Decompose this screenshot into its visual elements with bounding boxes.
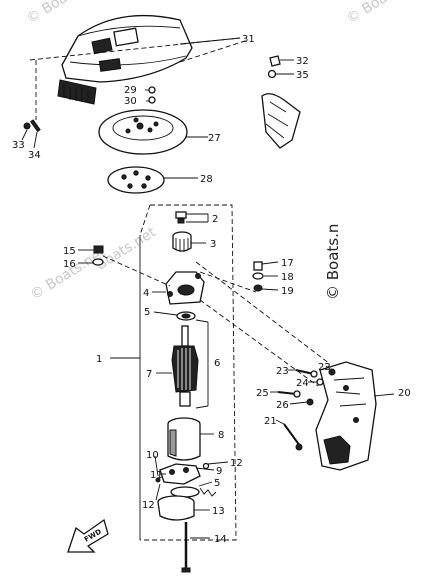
- leader-5b: [198, 481, 213, 487]
- callout-4: 4: [143, 288, 149, 299]
- nut-26: [306, 398, 314, 406]
- callout-14: 14: [214, 534, 227, 545]
- callout-7: 7: [146, 369, 152, 380]
- callout-17: 17: [281, 258, 294, 269]
- bolt-25: [277, 390, 301, 398]
- callout-10: 10: [146, 450, 159, 461]
- callout-24: 24: [296, 378, 309, 389]
- callout-15: 15: [63, 246, 76, 257]
- callout-18: 18: [281, 272, 294, 283]
- leader-33: [21, 129, 28, 141]
- callout-31: 31: [242, 34, 255, 45]
- leader-10: [154, 455, 159, 477]
- callout-25: 25: [256, 388, 269, 399]
- leader-6b: [195, 405, 209, 409]
- washer-24: [316, 378, 324, 386]
- starter-boundary-left: [139, 204, 151, 236]
- callout-8: 8: [218, 430, 224, 441]
- washer-16: [92, 258, 104, 266]
- leader-6a: [195, 319, 209, 323]
- bracket-assembly: [261, 55, 301, 149]
- watermark-right: © Boats.n: [324, 224, 342, 300]
- bolt-15: [93, 245, 104, 254]
- leader-5a: [153, 311, 178, 316]
- callout-11: 11: [150, 470, 163, 481]
- washer-5-upper-hole: [181, 313, 191, 319]
- callout-29: 29: [124, 85, 137, 96]
- armature: [171, 325, 199, 407]
- leader-12b: [155, 483, 161, 501]
- leader-22: [325, 365, 331, 370]
- callout-5-upper: 5: [144, 307, 150, 318]
- pinion-gear: [172, 231, 192, 252]
- bolt-17: [253, 261, 263, 271]
- bolt-29: [148, 86, 156, 94]
- callout-23: 23: [276, 366, 289, 377]
- dashed-31-bottom: [179, 39, 249, 63]
- dashed-31-top: [29, 37, 241, 61]
- dashed-starter-to-bracket-2: [199, 299, 319, 387]
- callout-16: 16: [63, 259, 76, 270]
- leader-21: [275, 419, 285, 425]
- pinion-spring: [175, 211, 187, 224]
- callout-34: 34: [28, 150, 41, 161]
- callout-2: 2: [212, 214, 218, 225]
- lower-housing: [157, 487, 217, 521]
- plate: [107, 166, 165, 194]
- leader-26: [289, 401, 308, 405]
- dashed-starter-to-bracket: [195, 261, 331, 365]
- callout-9: 9: [216, 466, 222, 477]
- yoke: [167, 417, 201, 461]
- watermark-top-right: © Boats: [344, 0, 402, 27]
- callout-13: 13: [212, 506, 225, 517]
- leader-19: [261, 288, 279, 291]
- mounting-bracket: [315, 361, 377, 471]
- starter-boundary: [140, 204, 237, 541]
- leader-34: [33, 131, 38, 149]
- nut-22: [328, 368, 336, 376]
- dashed-15: [102, 255, 171, 287]
- upper-housing: [165, 271, 205, 305]
- fwd-arrow-icon: FWD: [67, 518, 109, 553]
- callout-19: 19: [281, 286, 294, 297]
- callout-32: 32: [296, 56, 309, 67]
- watermark-top-left: © Boats: [24, 0, 82, 27]
- bolt-23: [295, 369, 318, 378]
- flywheel-cover: [57, 14, 193, 105]
- leader-9: [195, 467, 215, 471]
- callout-27: 27: [208, 133, 221, 144]
- callout-12-left: 12: [142, 500, 155, 511]
- bolt-33-34: [23, 119, 41, 133]
- callout-33: 33: [12, 140, 25, 151]
- callout-21: 21: [264, 416, 277, 427]
- callout-28: 28: [200, 174, 213, 185]
- callout-30: 30: [124, 96, 137, 107]
- leader-12a: [207, 461, 229, 465]
- through-bolt-head: [181, 567, 191, 573]
- leader-17: [261, 261, 279, 265]
- callout-3: 3: [210, 239, 216, 250]
- callout-5-lower: 5: [214, 478, 220, 489]
- callout-35: 35: [296, 70, 309, 81]
- bolt-21: [283, 423, 303, 451]
- callout-26: 26: [276, 400, 289, 411]
- callout-20: 20: [398, 388, 411, 399]
- flywheel: [98, 109, 188, 155]
- washer-19: [253, 284, 263, 292]
- brush-plate: [155, 462, 210, 485]
- callout-1: 1: [96, 354, 102, 365]
- washer-30: [148, 96, 156, 104]
- leader-20: [373, 393, 395, 397]
- callout-6: 6: [214, 358, 220, 369]
- washer-18: [252, 272, 264, 280]
- callout-12-right: 12: [230, 458, 243, 469]
- dashed-17: [199, 271, 257, 293]
- callout-22: 22: [318, 362, 331, 373]
